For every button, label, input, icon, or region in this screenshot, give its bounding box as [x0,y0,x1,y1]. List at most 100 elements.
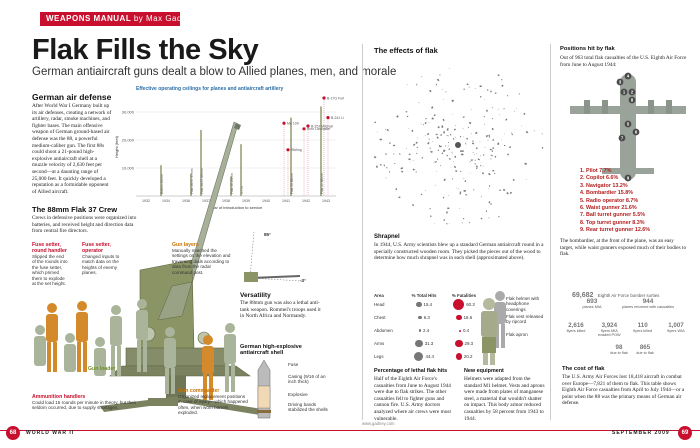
shrapnel-fragment [462,116,465,118]
stat-label: flyers WIA [667,329,685,333]
x-tick-label: 1940 [262,199,270,203]
positions-intro: Out of 963 total flak casualties of the … [560,55,687,68]
value-dot [418,315,422,320]
shrapnel-fragment [443,178,446,182]
shrapnel-fragment [449,133,452,136]
shrapnel-fragment [416,83,418,85]
chart-title: Effective operating ceilings for planes … [136,86,284,92]
shrapnel-fragment [383,164,385,167]
position-marker-number: 9 [627,176,630,181]
shrapnel-fragment [490,154,492,156]
gun-label: Flak 38 20mm [230,173,234,194]
plane-label: Stirling [291,148,302,152]
shrapnel-fragment [393,144,396,147]
shrapnel-fragment [439,74,441,76]
table-cell: Head [374,302,385,307]
shrapnel-fragment [480,196,482,198]
value-dot [415,301,422,308]
shrapnel-fragment [405,111,408,113]
shrapnel-fragment [446,134,447,136]
shrapnel-fragment [427,142,430,145]
shrapnel-fragment [469,161,471,163]
plane-label: B-17G Fortress [327,96,344,100]
shrapnel-heading: Shrapnel [374,234,400,240]
gun-label: Flak 41 88mm [320,173,324,194]
shrapnel-fragment [394,162,396,164]
shrapnel-fragment [385,177,387,179]
shrapnel-fragment [469,172,471,174]
shrapnel-fragment [436,136,439,139]
shrapnel-fragment [487,140,489,141]
shrapnel-fragment [516,107,517,109]
shrapnel-fragment [468,221,470,224]
shrapnel-fragment [459,191,462,194]
footer-right-label: SEPTEMBER 2009 [612,430,670,436]
shrapnel-fragment [459,135,462,138]
shrapnel-fragment [446,211,448,214]
shrapnel-fragment [416,137,418,139]
shrapnel-fragment [521,125,523,127]
shrapnel-fragment [498,215,500,218]
shrapnel-fragment [436,171,437,173]
table-cell: 60.3 [466,302,475,307]
shrapnel-fragment [486,109,488,112]
sorties-total: 69,682 Eighth Air Force bomber sorties [572,284,659,302]
shrapnel-fragment [443,132,445,134]
byline: by Max Gadney [133,14,197,23]
page-title: Flak Fills the Sky [32,34,259,66]
shrapnel-fragment [474,163,476,165]
shrapnel-fragment [386,167,388,169]
shrapnel-fragment [442,118,445,122]
shrapnel-fragment [435,133,438,136]
shrapnel-fragment [494,155,497,158]
shrapnel-fragment [411,129,414,132]
shrapnel-fragment [472,152,474,153]
position-item: 3. Navigator 13.2% [580,182,628,189]
shrapnel-fragment [459,192,461,195]
shrapnel-fragment [434,161,437,163]
table-cell: 44.4 [425,354,434,359]
shrapnel-fragment [501,84,504,87]
shrapnel-fragment [458,188,460,190]
shrapnel-fragment [437,126,440,129]
value-dot [453,299,465,310]
position-marker-number: 4 [627,74,630,79]
shrapnel-fragment [442,88,444,90]
x-tick-label: 1934 [162,199,170,203]
shrapnel-fragment [474,88,476,90]
shrapnel-fragment [481,172,485,175]
shrapnel-fragment [479,141,481,143]
position-marker-number: 2 [631,90,634,95]
shrapnel-fragment [463,136,465,138]
shrapnel-fragment [446,129,449,131]
shrapnel-fragment [379,164,382,166]
gun-label: 3.7 in [240,186,244,194]
sorties-number: 69,682 [572,292,594,299]
value-dot [455,353,462,360]
shrapnel-fragment [386,129,389,132]
y-tick-label: 20,000 [122,138,135,143]
x-tick-label: 1943 [322,199,330,203]
angle-high: 85° [264,232,271,237]
x-tick-label: 1938 [222,199,230,203]
table-cell: Arms [374,341,385,346]
shrapnel-fragment [472,140,474,142]
shrapnel-fragment [393,153,395,155]
shrapnel-fragment [524,162,527,165]
shrapnel-fragment [463,154,465,155]
table-cell: Legs [374,354,384,359]
shrapnel-fragment [470,159,473,161]
x-tick-label: 1937 [202,199,210,203]
shrapnel-fragment [461,222,463,224]
value-dot [455,314,462,321]
shrapnel-fragment [385,128,387,130]
shrapnel-fragment [466,137,469,140]
shrapnel-fragment [474,159,476,161]
shrapnel-fragment [451,151,453,153]
shrapnel-fragment [408,153,411,156]
shrapnel-fragment [491,155,493,157]
shrapnel-fragment [487,89,489,91]
shrapnel-fragment [490,90,492,93]
shrapnel-fragment [470,133,472,135]
col-fatalities: % Fatalities [451,293,477,298]
